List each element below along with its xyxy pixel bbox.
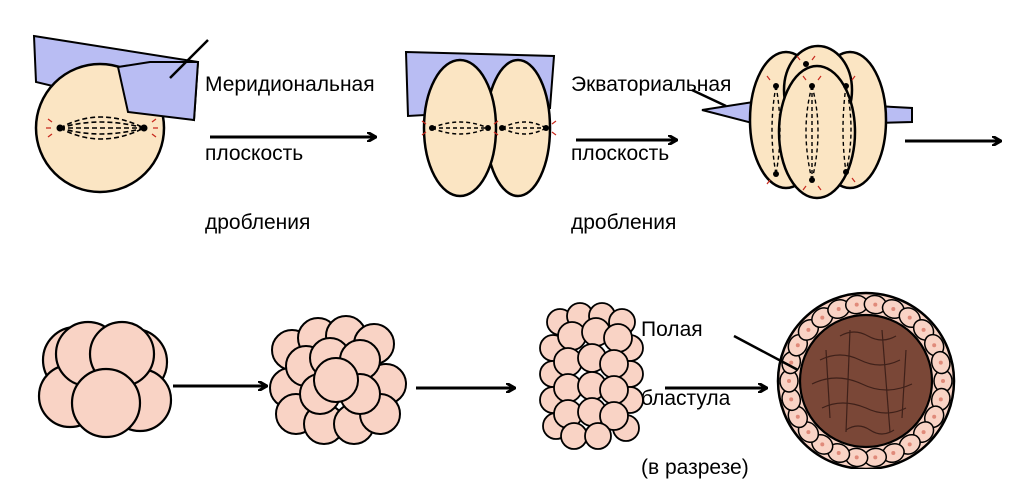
blastula-cell-ring — [779, 294, 953, 468]
blastoderm-nucleus — [921, 327, 926, 332]
blastocoel-texture — [811, 329, 913, 435]
four-cell-centrosomes — [773, 61, 849, 183]
blastocoel-cavity — [798, 313, 934, 449]
meridional-leader-line — [169, 39, 209, 79]
equatorial-label-line-3: дробления — [571, 211, 677, 234]
blastula-stage — [733, 291, 956, 471]
cleavage-diagram: Меридиональная плоскость дробления Экват… — [32, 27, 1024, 479]
zygote-centrosome-right — [140, 118, 158, 138]
meridional-label-line-3: дробления — [205, 211, 311, 234]
meridional-plane-label: Меридиональная плоскость дробления — [205, 27, 375, 257]
blastoderm-nucleus — [795, 343, 800, 348]
blastoderm-nucleus — [891, 307, 896, 311]
blastula-label: Полая бластула (в разрезе) — [641, 272, 749, 502]
blastoderm-nucleus — [921, 430, 926, 435]
equatorial-plane-label: Экваториальная плоскость дробления — [571, 27, 731, 257]
eight-cell-stage — [37, 320, 173, 439]
four-cell-stage — [691, 44, 913, 200]
blastoderm-nucleus — [806, 327, 811, 332]
two-cell-spindles — [431, 121, 547, 135]
blastula-label-line-3: (в разрезе) — [641, 456, 749, 479]
diagram-canvas — [32, 34, 1024, 471]
meridional-label-line-2: плоскость — [205, 142, 304, 165]
blastoderm-nucleus — [907, 442, 912, 447]
zygote-spindle — [59, 116, 145, 140]
blastoderm-nucleus — [932, 414, 937, 419]
thirtytwo-cell-stage — [539, 302, 644, 450]
blastoderm-nucleus — [891, 451, 896, 455]
blastula-label-line-2: бластула — [641, 387, 731, 410]
blastoderm-nucleus — [873, 455, 878, 460]
blastoderm-nucleus — [787, 379, 791, 383]
two-cell-stage — [404, 50, 557, 198]
blastoderm-nucleus — [836, 451, 841, 455]
equatorial-label-line-1: Экваториальная — [571, 73, 732, 96]
blastula-label-line-1: Полая — [641, 318, 703, 341]
blastoderm-nucleus — [854, 455, 859, 460]
two-cell-centrosomes — [429, 125, 549, 131]
four-cell-spindles — [771, 85, 852, 181]
blastoderm-nucleus — [789, 397, 794, 402]
blastoderm-nucleus — [854, 302, 859, 307]
meridional-label-line-1: Меридиональная — [205, 73, 375, 96]
blastoderm-nucleus — [938, 397, 943, 402]
blastoderm-nucleus — [836, 307, 841, 311]
zygote-centrosome-left — [46, 118, 64, 138]
blastoderm-nucleus — [873, 302, 878, 307]
blastoderm-nucleus — [941, 379, 945, 383]
sixteen-cell-stage — [269, 315, 407, 445]
blastoderm-nucleus — [806, 430, 811, 435]
blastoderm-nucleus — [938, 360, 943, 365]
blastula-leader-line — [733, 334, 799, 372]
four-cell-front — [777, 64, 857, 200]
blastoderm-nucleus — [932, 343, 937, 348]
meridional-plane-front — [116, 61, 200, 122]
blastoderm-nucleus — [907, 315, 912, 320]
equatorial-label-line-2: плоскость — [571, 142, 670, 165]
zygote-stage — [32, 34, 209, 194]
four-cell-asters — [766, 55, 856, 191]
blastoderm-nucleus — [820, 442, 825, 447]
blastoderm-nucleus — [820, 315, 825, 320]
equatorial-leader-line — [691, 88, 727, 108]
two-cell-asters — [421, 120, 557, 136]
blastoderm-nucleus — [795, 414, 800, 419]
blastoderm-nucleus — [789, 360, 794, 365]
